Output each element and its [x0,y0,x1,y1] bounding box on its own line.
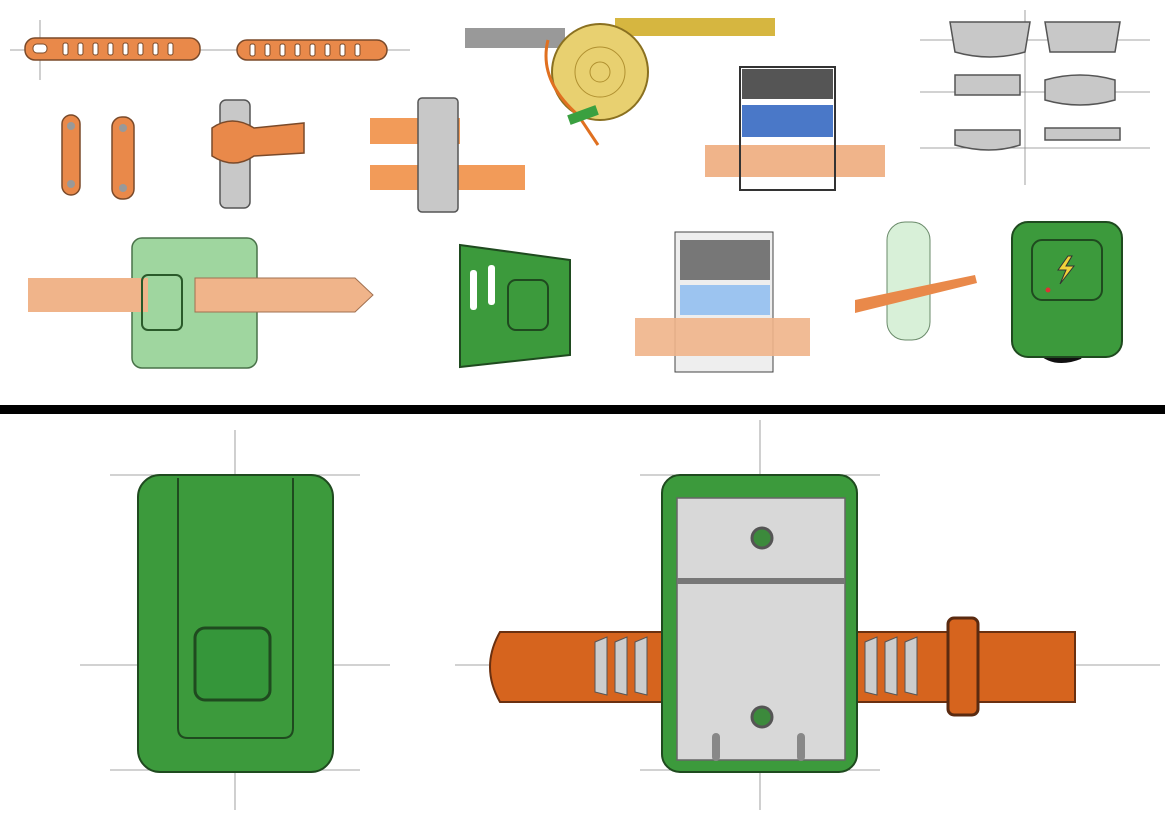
pole-clamp-sketch [211,99,305,209]
cylinder-sketch [855,221,977,341]
profile-variants-sketch [920,10,1150,185]
green-housing-back-view [137,474,334,773]
tape-roll-sketch [465,18,775,146]
strap-with-housing-front-view [489,474,1076,773]
green-buckle-sketch-2 [459,243,571,369]
strap-sketch-long [10,20,410,80]
lightning-bolt-icon [1057,255,1076,285]
link-sketch [61,114,135,200]
green-buckle-sketch-1 [28,237,374,369]
gray-block-sketch [370,97,525,213]
transparent-box-sketch [635,231,810,373]
blue-box-sketch [705,66,885,191]
green-device-sketch [1011,221,1123,363]
section-divider [0,405,1165,414]
